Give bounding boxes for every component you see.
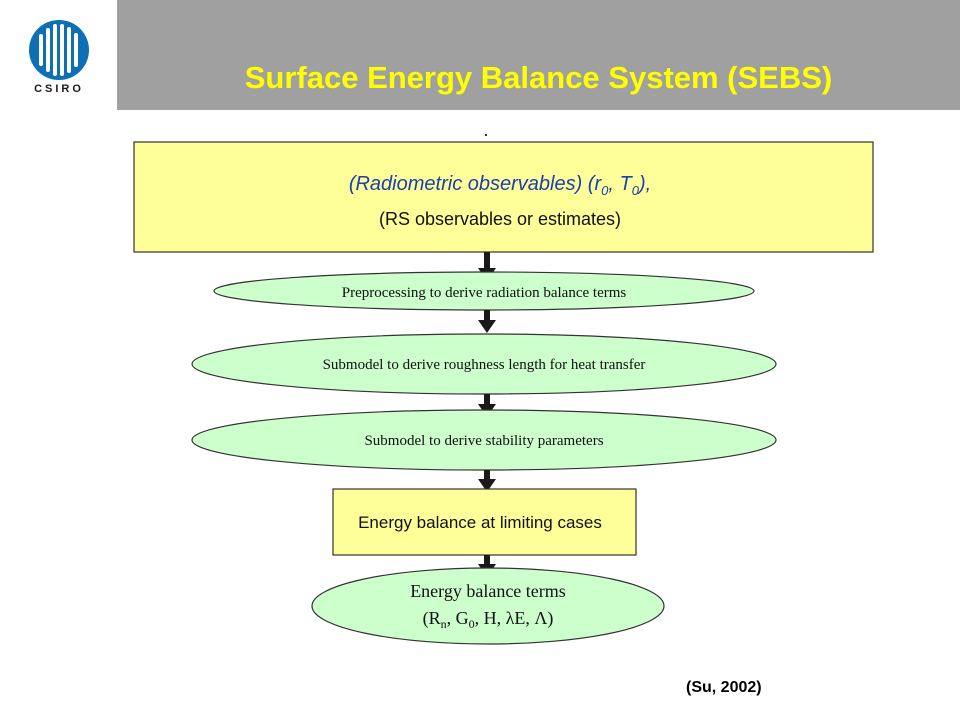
node-label: Preprocessing to derive radiation balanc… <box>342 285 627 301</box>
node-box <box>133 141 874 253</box>
node-label: Submodel to derive stability parameters <box>364 433 603 449</box>
node-label: Submodel to derive roughness length for … <box>323 357 646 373</box>
node-line1: (Radiometric observables) (r0, T0), <box>349 173 651 198</box>
page-title: Surface Energy Balance System (SEBS) <box>244 60 833 95</box>
node-label-line2: (Rn, G0, H, λE, Λ) <box>423 608 554 631</box>
arrow-4-head <box>478 479 496 492</box>
arrow-2-head <box>478 320 496 333</box>
dot-mark <box>485 134 487 136</box>
logo-text: CSIRO <box>34 83 84 95</box>
node-stability-submodel: Submodel to derive stability parameters <box>191 409 777 471</box>
node-preprocessing: Preprocessing to derive radiation balanc… <box>213 271 755 311</box>
citation: (Su, 2002) <box>686 679 762 696</box>
node-energy-balance-terms: Energy balance terms (Rn, G0, H, λE, Λ) <box>311 567 665 645</box>
node-ellipse <box>311 567 665 645</box>
csiro-logo <box>29 20 89 80</box>
node-limiting-cases: Energy balance at limiting cases <box>332 488 637 556</box>
node-line2: (RS observables or estimates) <box>379 209 621 229</box>
header-bar <box>117 0 960 110</box>
node-roughness-submodel: Submodel to derive roughness length for … <box>191 333 777 395</box>
node-box <box>332 488 637 556</box>
node-radiometric-observables: (Radiometric observables) (r0, T0), (RS … <box>133 141 874 253</box>
node-label-line1: Energy balance terms <box>410 581 566 601</box>
logo-stripes <box>39 24 78 76</box>
node-label: Energy balance at limiting cases <box>358 513 602 532</box>
